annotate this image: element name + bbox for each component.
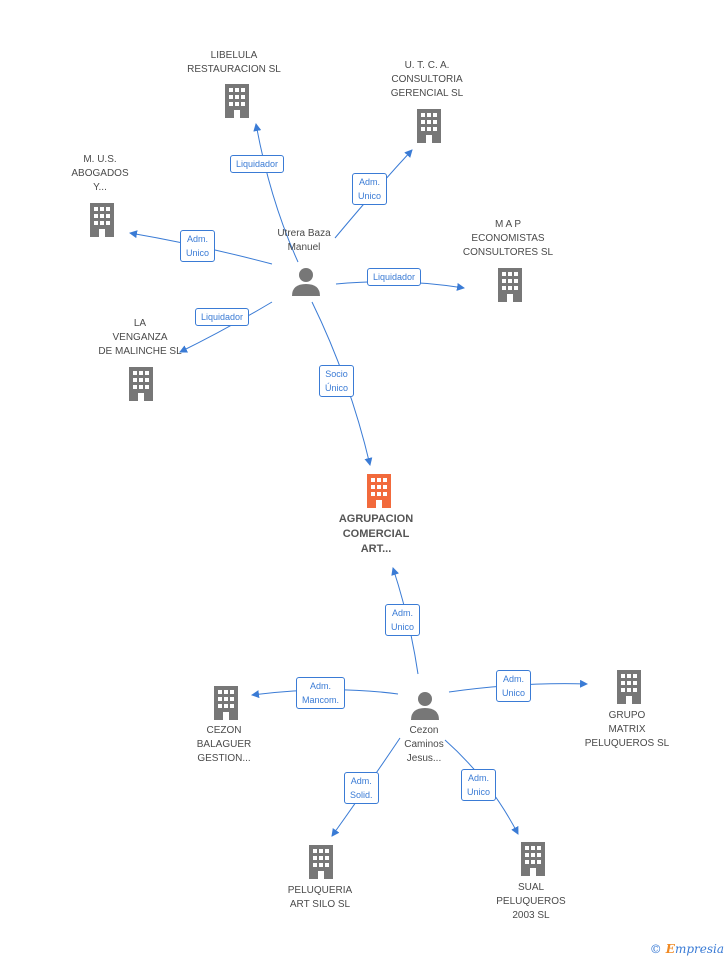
role-badge-utrera-map: Liquidador (367, 268, 422, 286)
building-icon[interactable] (364, 474, 394, 513)
company-label-libelula[interactable]: LIBELULA RESTAURACION SL (187, 50, 281, 75)
edge-utrera-venganza (179, 301, 273, 353)
building-icon[interactable] (87, 203, 117, 242)
building-icon[interactable] (518, 842, 548, 881)
company-label-utca[interactable]: U. T. C. A. CONSULTORIA GERENCIAL SL (390, 60, 464, 99)
edge-utrera-libelula (253, 123, 299, 263)
brand-initial: E (665, 942, 675, 956)
person-label-cezon[interactable]: Cezon Caminos Jesus... (404, 725, 444, 764)
role-badge-cezon-main: Adm. Unico (385, 604, 421, 636)
building-icon[interactable] (495, 268, 525, 307)
person-label-utrera[interactable]: Utrera Baza Manuel (277, 228, 331, 253)
copyright-icon: © (649, 942, 662, 956)
company-label-cezon-balaguer[interactable]: CEZON BALAGUER GESTION... (196, 725, 252, 764)
empresia-logo[interactable]: ©Empresia (650, 942, 724, 956)
building-icon[interactable] (126, 367, 156, 406)
building-icon[interactable] (211, 686, 241, 725)
role-badge-cezon-balaguer: Adm. Mancom. (296, 677, 346, 709)
company-label-venganza[interactable]: LA VENGANZA DE MALINCHE SL (98, 318, 182, 357)
company-label-map[interactable]: M A P ECONOMISTAS CONSULTORES SL (462, 219, 554, 258)
company-label-grupo-matrix[interactable]: GRUPO MATRIX PELUQUEROS SL (584, 710, 670, 749)
person-icon[interactable] (291, 266, 321, 301)
role-badge-utrera-mus: Adm. Unico (180, 230, 216, 262)
building-icon[interactable] (222, 84, 252, 123)
role-badge-utrera-main: Socio Único (319, 365, 355, 397)
brand-name: mpresia (674, 942, 724, 956)
building-icon[interactable] (614, 670, 644, 709)
role-badge-cezon-peluqueria: Adm. Solid. (344, 772, 379, 804)
company-label-sual[interactable]: SUAL PELUQUEROS 2003 SL (496, 882, 566, 921)
role-badge-cezon-matrix: Adm. Unico (496, 670, 532, 702)
company-label-mus[interactable]: M. U.S. ABOGADOS Y... (71, 154, 129, 193)
role-badge-utrera-libelula: Liquidador (230, 155, 285, 173)
role-badge-utrera-venganza: Liquidador (195, 308, 250, 326)
building-icon[interactable] (414, 109, 444, 148)
building-icon[interactable] (306, 845, 336, 884)
role-badge-utrera-utca: Adm. Unico (352, 173, 388, 205)
main-company-label[interactable]: AGRUPACION COMERCIAL ART... (338, 513, 414, 555)
person-icon[interactable] (410, 690, 440, 725)
role-badge-cezon-sual: Adm. Unico (461, 769, 497, 801)
company-label-peluqueria[interactable]: PELUQUERIA ART SILO SL (287, 885, 353, 910)
